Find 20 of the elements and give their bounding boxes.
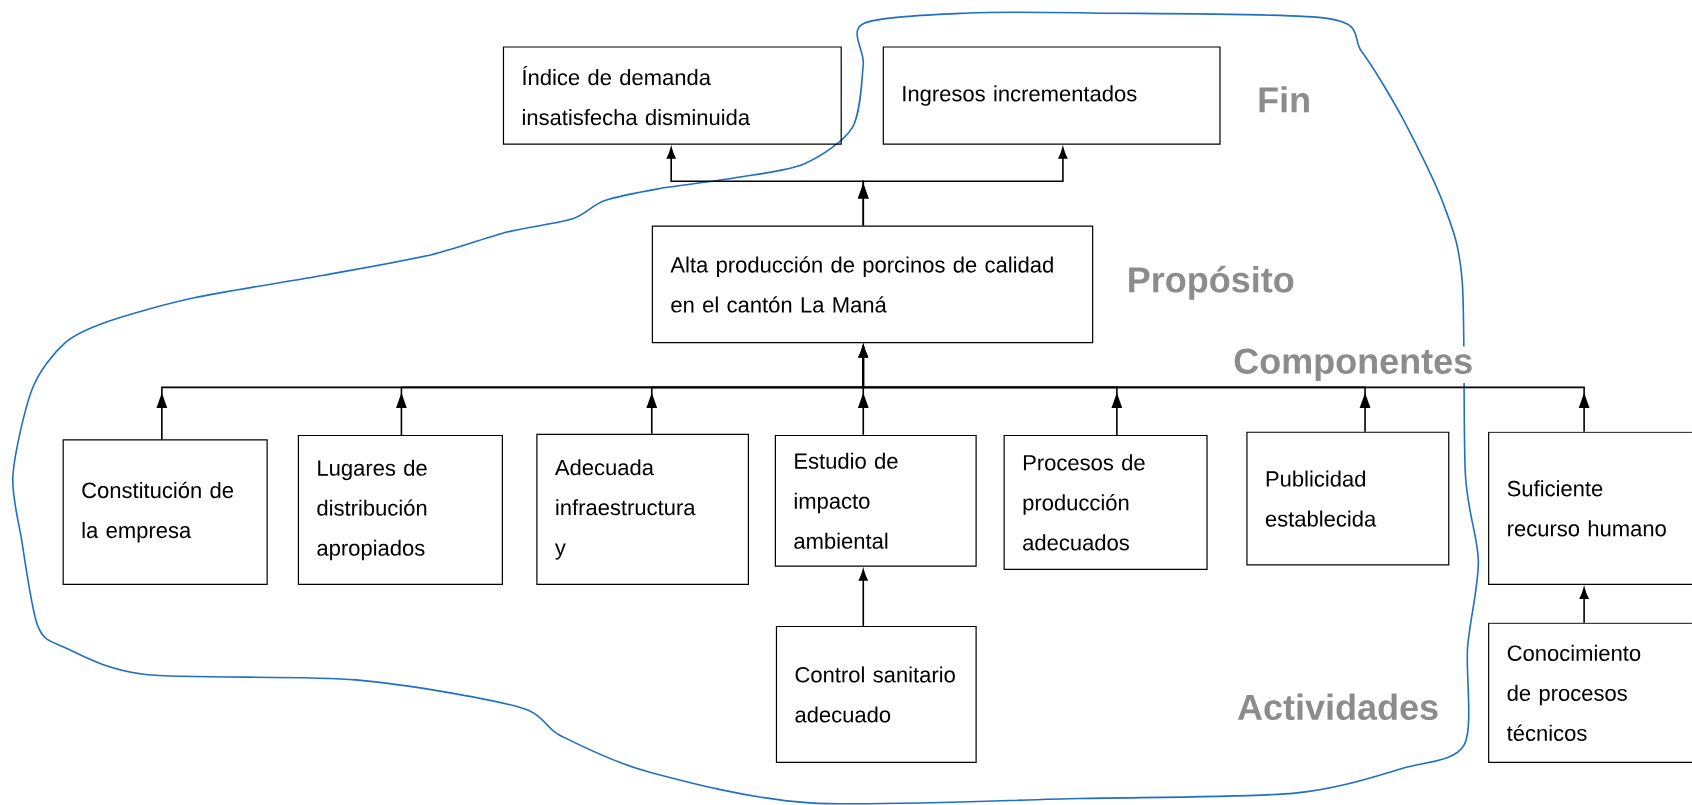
- text-box: Adecuada infraestructura y: [536, 433, 749, 585]
- text-box: Procesos de producción adecuados: [1003, 434, 1208, 570]
- text-box: Control sanitario adecuado: [775, 625, 977, 764]
- section-label: Propósito: [1124, 263, 1297, 302]
- text-box: Ingresos incrementados: [882, 46, 1221, 145]
- arrow: [1579, 587, 1589, 624]
- section-label: Fin: [1255, 84, 1314, 115]
- arrow: [858, 345, 1590, 433]
- arrow: [857, 147, 1068, 227]
- text-box: Publicidad establecida: [1246, 431, 1450, 566]
- text-box: Constitución de la empresa: [62, 439, 268, 585]
- section-label: Componentes: [1231, 346, 1476, 384]
- text-box: Alta producción de porcinos de calidad en el cantón La Maná: [651, 225, 1094, 344]
- text-box: Suficiente recurso humano: [1488, 431, 1692, 585]
- text-box: Estudio de impacto ambiental: [774, 434, 977, 567]
- section-label: Actividades: [1235, 691, 1442, 723]
- arrow: [858, 569, 868, 627]
- text-box: Conocimiento de procesos técnicos: [1488, 622, 1692, 764]
- text-box: Índice de demanda insatisfecha disminuida: [502, 46, 842, 145]
- text-box: Lugares de distribución apropiados: [297, 434, 503, 585]
